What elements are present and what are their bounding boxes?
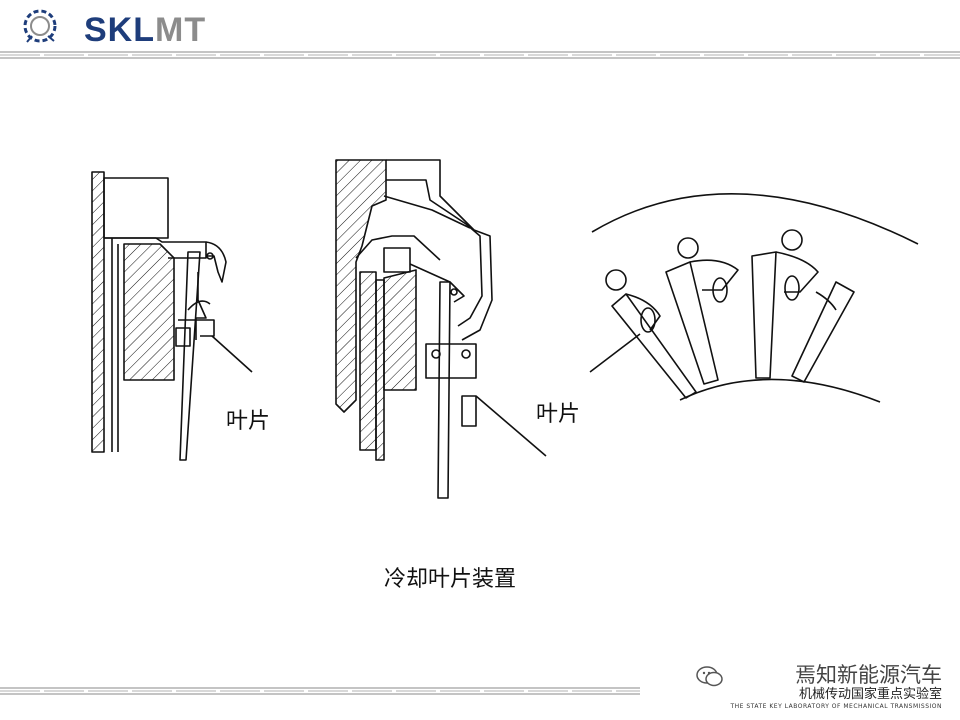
left-section-view [91,171,253,461]
sklmt-logo: SKLMT [18,6,248,49]
footer-rule [0,687,640,695]
gear-logo-icon [23,9,57,43]
watermark-english: THE STATE KEY LABORATORY OF MECHANICAL T… [730,703,942,710]
figure-caption: 冷却叶片装置 [384,567,517,592]
header-rule [0,51,960,59]
watermark: 焉知新能源汽车 机械传动国家重点实验室 THE STATE KEY LABORA… [696,663,942,710]
watermark-name: 焉知新能源汽车 [795,663,942,687]
blade-label-middle: 叶片 [536,402,581,427]
watermark-subtitle: 机械传动国家重点实验室 [798,687,942,702]
middle-section-view [335,159,547,499]
blade-label-left: 叶片 [226,409,271,434]
wechat-icon [696,666,724,687]
logo-wordmark: SKLMT [84,11,207,49]
radial-blade-view [589,193,919,403]
